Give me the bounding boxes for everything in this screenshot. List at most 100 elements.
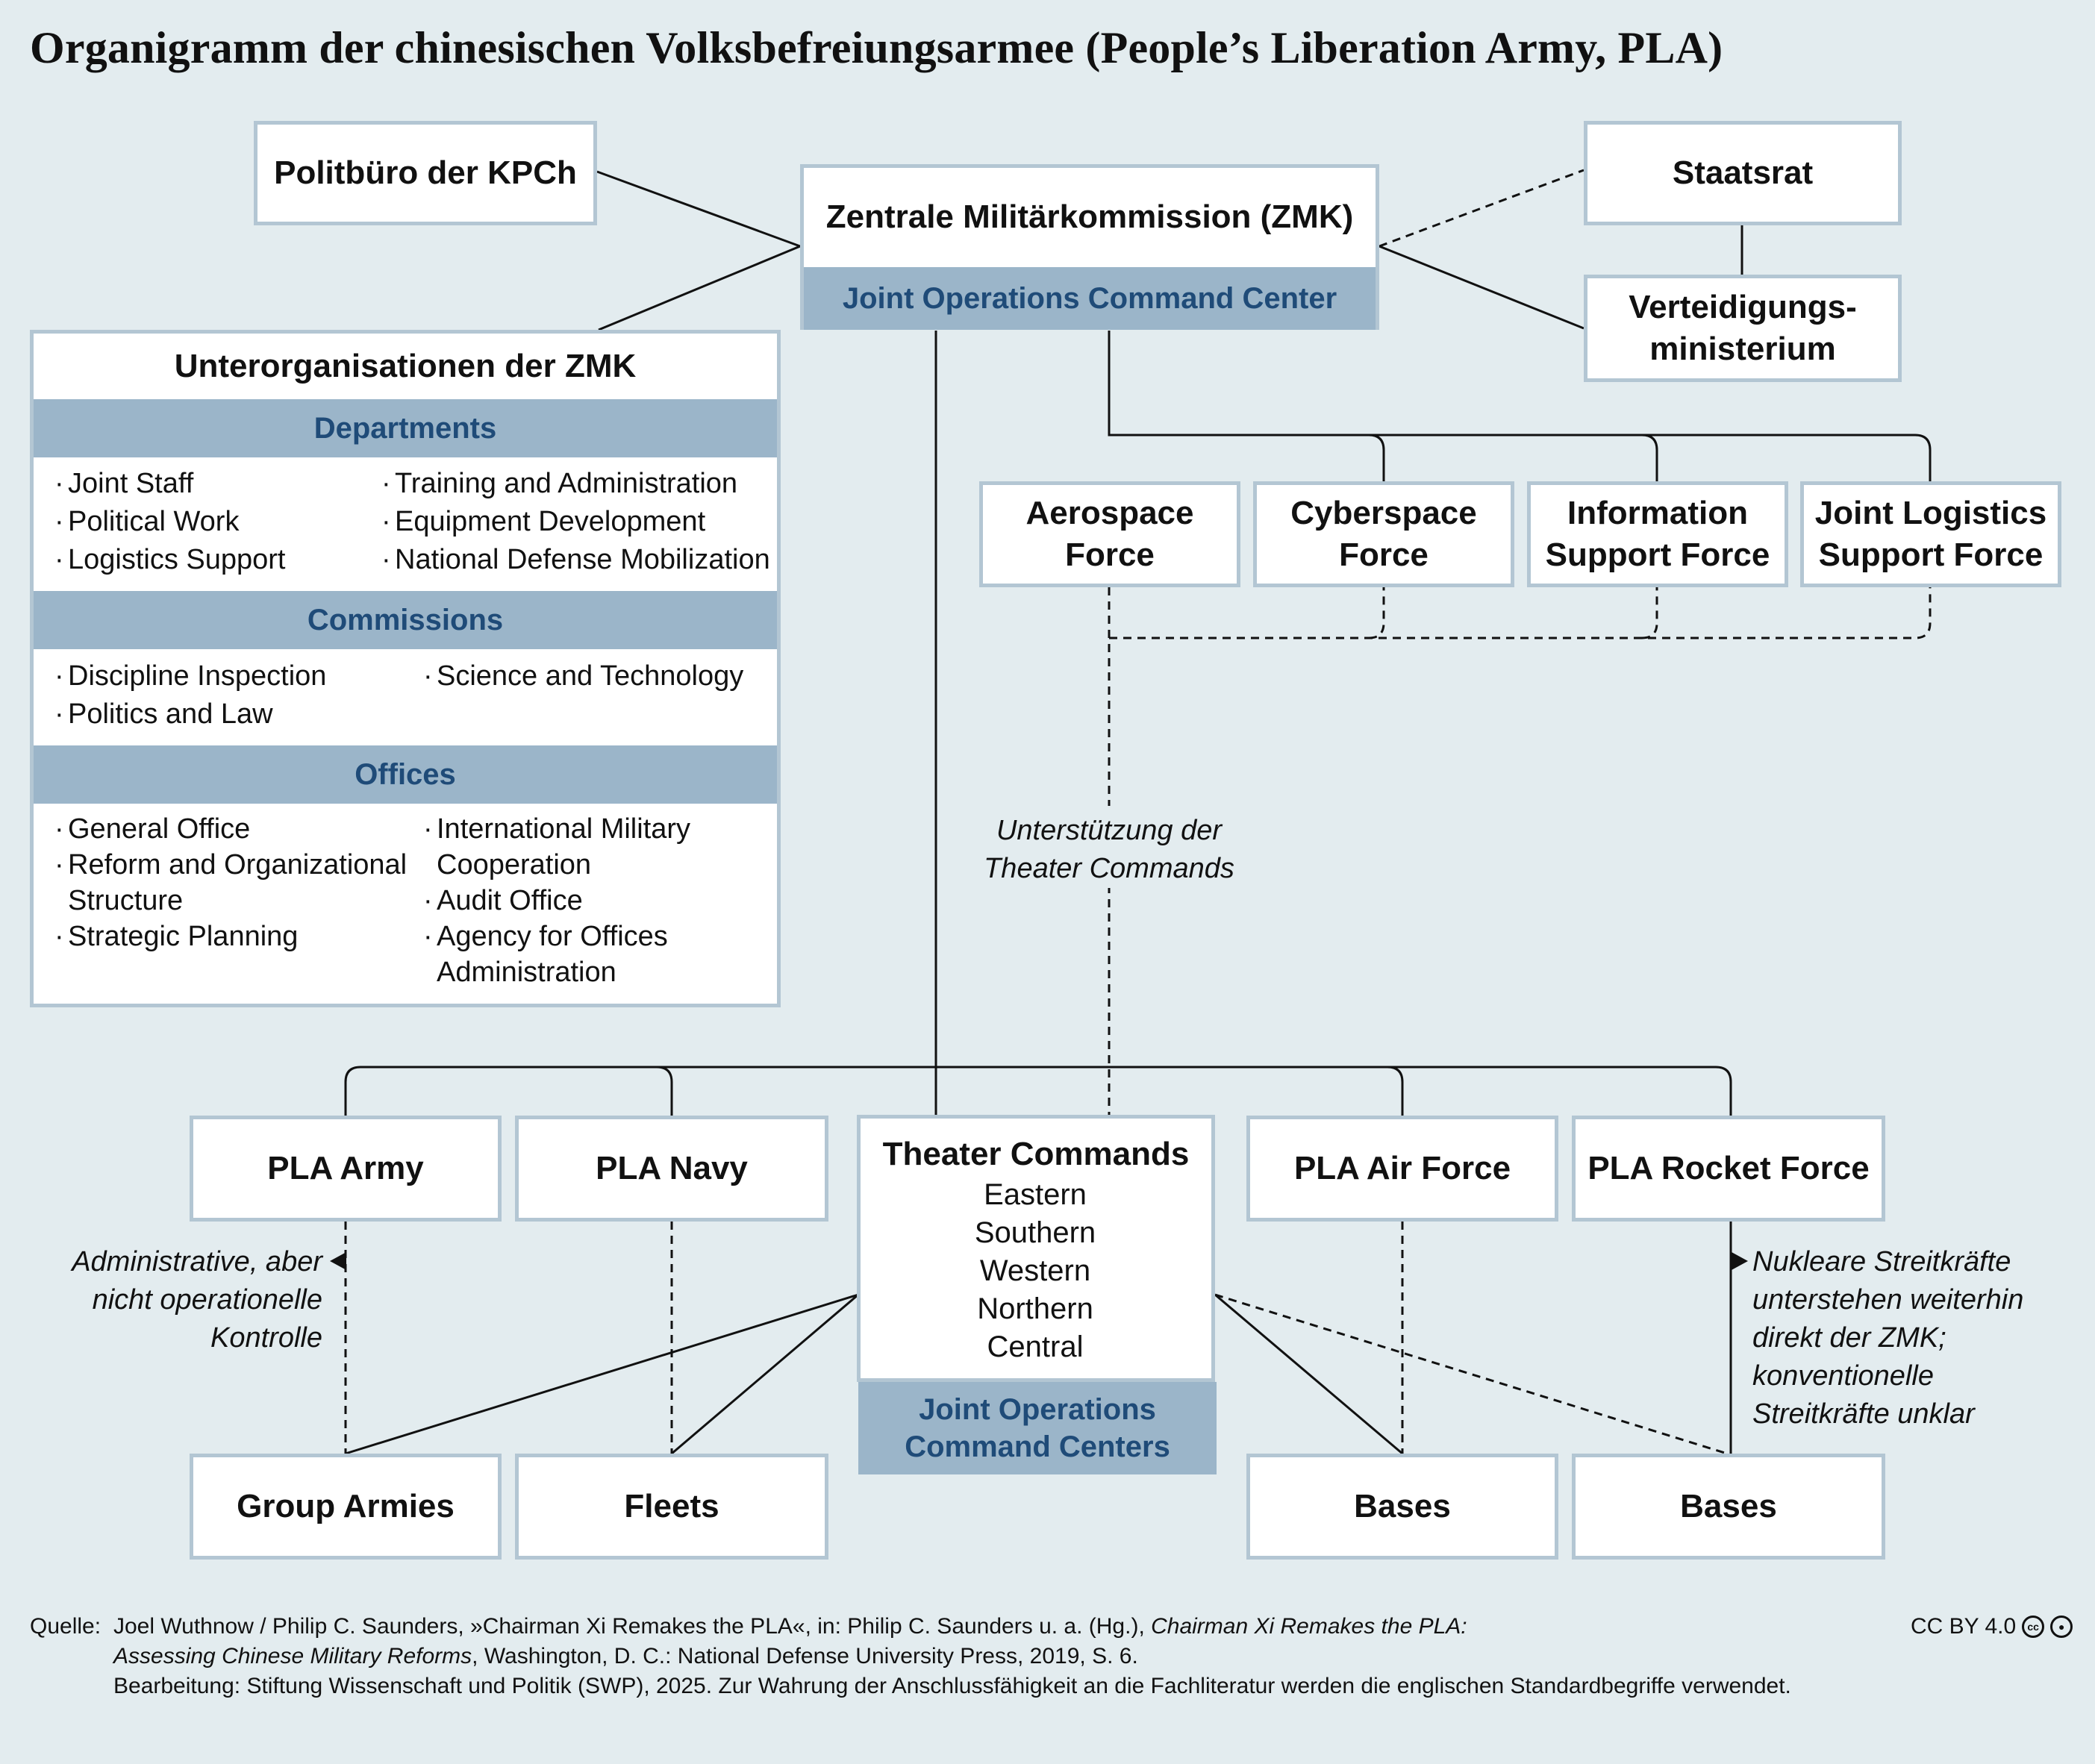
aerospace-force-box: Aerospace Force [979,481,1240,587]
source-line-2: Assessing Chinese Military Reforms, Wash… [30,1642,1791,1671]
list-item: General Office [54,811,407,847]
force-label-line: Aerospace [1025,495,1194,531]
license-label: CC BY 4.0 [1911,1614,2017,1639]
region-item: Central [987,1330,1084,1363]
cc-icon: cc [2022,1616,2045,1638]
fleets-box: Fleets [515,1454,828,1560]
cyber-dashed [1368,587,1385,639]
politburo-label: Politbüro der KPCh [274,154,577,191]
joint-ops-centers-band: Joint Operations Command Centers [858,1382,1217,1474]
information-support-force-box: Information Support Force [1527,481,1788,587]
offices-band: Offices [34,745,777,804]
nuclear-note: Nukleare Streitkräfte unterstehen weiter… [1752,1243,2066,1433]
list-item: Discipline Inspection [54,657,326,695]
source-publisher: , Washington, D. C.: National Defense Un… [472,1644,1138,1668]
list-item: Joint Staff [54,465,286,503]
license: CC BY 4.0 cc ● [1911,1612,2073,1642]
force-label-line: Joint Logistics [1814,495,2047,531]
bases-air-label: Bases [1354,1488,1451,1524]
zmk-label: Zentrale Militärkommission (ZMK) [825,198,1354,235]
suborg-connector [598,245,801,331]
departments-label: Departments [313,412,497,445]
region-item: Eastern [984,1178,1087,1211]
support-note-line: Unterstützung der [996,815,1223,846]
nuclear-note-line: Nukleare Streitkräfte [1752,1246,2011,1277]
staatsrat-connector [1379,169,1584,248]
bases-air-box: Bases [1246,1454,1558,1560]
force-label-line: Force [1339,537,1429,573]
commissions-label: Commissions [307,604,504,637]
ministry-label-line2: ministerium [1649,331,1836,367]
joint-ops-centers-line: Command Centers [905,1430,1170,1463]
nuclear-note-line: Streitkräfte unklar [1752,1398,1975,1430]
region-item: Southern [974,1216,1096,1249]
commissions-right: Science and Technology [423,657,743,695]
cyber-branch [1368,434,1385,481]
list-item: Reform and Organizational Structure [54,847,407,919]
list-item: Strategic Planning [54,919,407,954]
source-book-title: Chairman Xi Remakes the PLA: [1151,1614,1467,1639]
joint-logistics-force-box: Joint Logistics Support Force [1800,481,2061,587]
pla-air-force-label: PLA Air Force [1293,1150,1511,1186]
group-armies-label: Group Armies [237,1488,455,1524]
list-item-line: Administration [437,957,616,988]
source-line-1: Quelle:Joel Wuthnow / Philip C. Saunders… [30,1612,1791,1642]
nuclear-arrow-icon [1732,1252,1748,1270]
cyberspace-force-box: Cyberspace Force [1253,481,1514,587]
pla-rocket-force-label: PLA Rocket Force [1587,1150,1870,1186]
list-item: National Defense Mobilization [381,541,770,579]
list-item-line: Agency for Offices [437,921,668,952]
admin-note-line: nicht operationelle [92,1284,322,1316]
departments-band: Departments [34,399,777,457]
force-label-line: Support Force [1818,537,2044,573]
list-item-line: International Military [437,813,691,845]
list-item: Training and Administration [381,465,770,503]
nuclear-note-line: direkt der ZMK; [1752,1322,1946,1354]
support-note-line: Theater Commands [984,853,1234,884]
commissions-left: Discipline Inspection Politics and Law [54,657,326,734]
nuclear-note-line: konventionelle [1752,1360,1934,1392]
support-note-gap [970,806,1248,888]
suborg-panel: Unterorganisationen der ZMK Departments … [30,330,781,1007]
politburo-box: Politbüro der KPCh [254,121,597,225]
tc-grouparmies-connector [345,1293,859,1455]
list-item: Science and Technology [423,657,743,695]
forces-bus [1108,331,1932,481]
zmk-band-label: Joint Operations Command Center [842,282,1337,315]
ministry-box: Verteidigungs- ministerium [1584,275,1902,382]
support-dashed-bus [1109,587,1932,639]
airforce-branch [1387,1066,1404,1117]
list-item: Logistics Support [54,541,286,579]
support-note: Unterstützung der Theater Commands [960,812,1258,888]
commissions-band: Commissions [34,591,777,649]
info-branch [1641,434,1658,481]
list-item-line: Cooperation [437,849,592,881]
departments-left: Joint Staff Political Work Logistics Sup… [54,465,286,579]
staatsrat-label: Staatsrat [1672,154,1814,191]
zmk-band: Joint Operations Command Center [804,267,1376,330]
tc-fleets-connector [671,1293,859,1455]
fleets-label: Fleets [624,1488,719,1524]
source-book-subtitle: Assessing Chinese Military Reforms [113,1644,472,1668]
source-text: Joel Wuthnow / Philip C. Saunders, »Chai… [113,1614,1152,1639]
pla-air-force-box: PLA Air Force [1246,1116,1558,1222]
departments-right: Training and Administration Equipment De… [381,465,770,579]
politburo-connector [596,170,801,248]
force-label-line: Force [1065,537,1155,573]
pla-rocket-force-box: PLA Rocket Force [1572,1116,1885,1222]
pla-navy-box: PLA Navy [515,1116,828,1222]
by-person-icon: ● [2050,1616,2073,1638]
offices-right: International Military Cooperation Audit… [423,811,690,990]
list-item: Audit Office [423,883,690,919]
ministry-connector [1379,245,1584,330]
admin-note-line: Kontrolle [210,1322,322,1354]
list-item: Agency for Offices Administration [423,919,690,990]
staatsrat-box: Staatsrat [1584,121,1902,225]
footer: Quelle:Joel Wuthnow / Philip C. Saunders… [30,1612,1791,1701]
region-item: Western [979,1254,1091,1287]
pla-navy-label: PLA Navy [596,1150,748,1186]
region-item: Northern [977,1292,1093,1325]
nuclear-note-line: unterstehen weiterhin [1752,1284,2024,1316]
list-item: Equipment Development [381,503,770,541]
